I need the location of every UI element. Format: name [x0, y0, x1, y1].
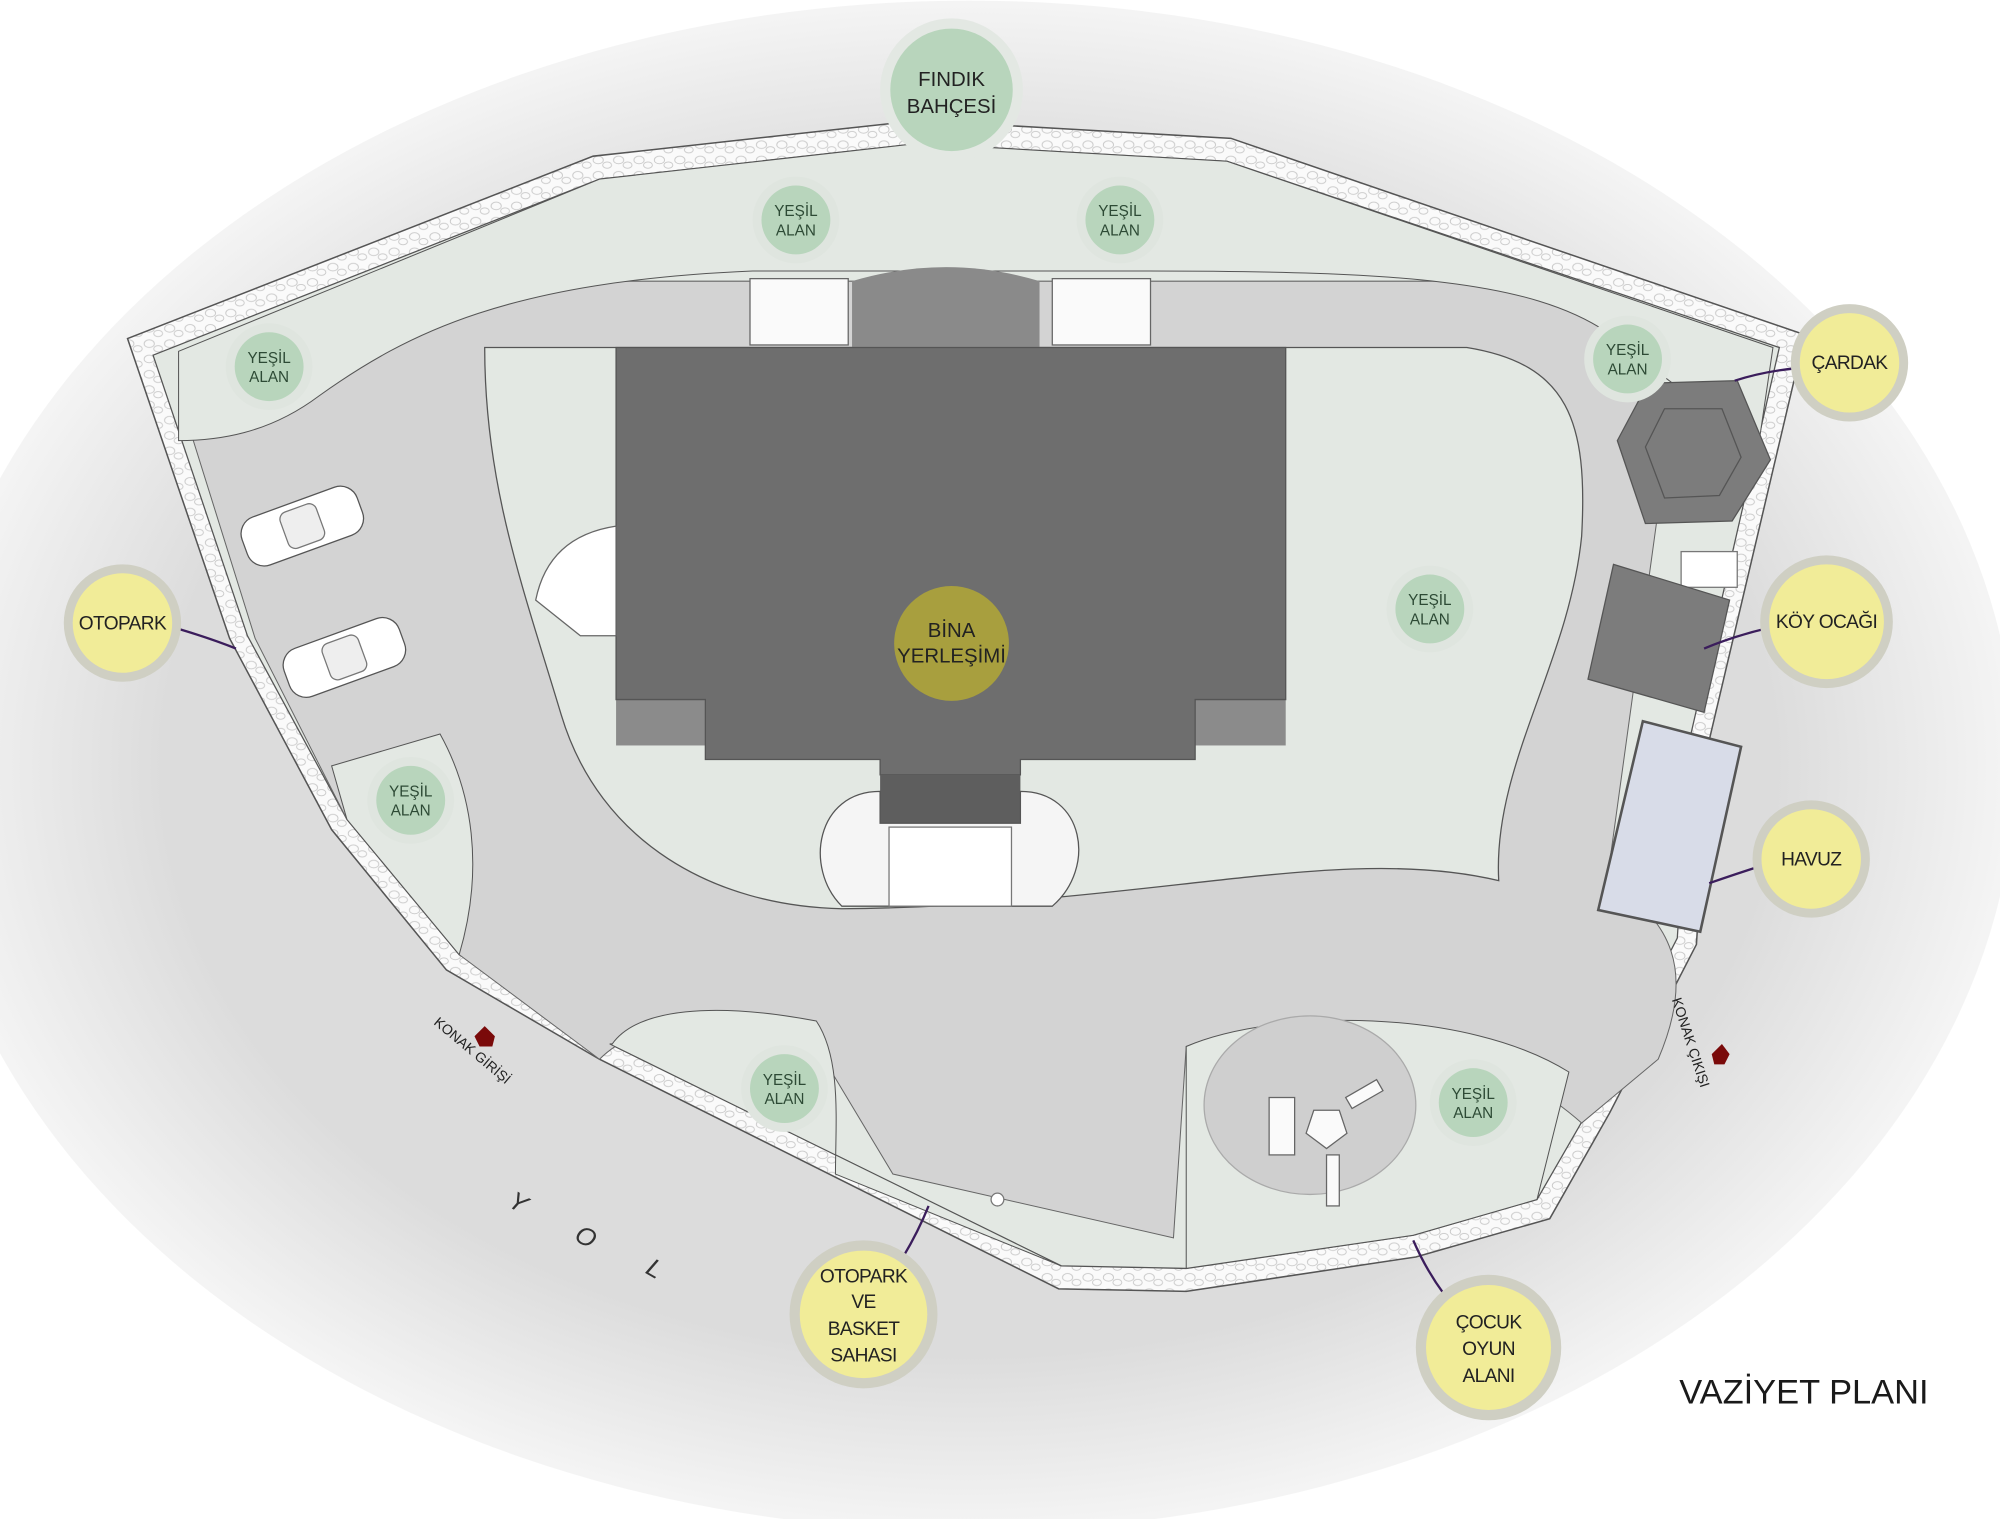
svg-text:ALAN: ALAN [249, 369, 289, 386]
exit-arrow-icon [1711, 1043, 1730, 1065]
svg-text:BİNA: BİNA [928, 619, 976, 642]
bina-yerlesimi-label: BİNA YERLEŞİMİ [894, 586, 1009, 701]
svg-text:BASKET: BASKET [828, 1319, 901, 1340]
svg-text:YEŞİL: YEŞİL [247, 349, 290, 367]
svg-text:HAVUZ: HAVUZ [1781, 849, 1842, 870]
cardak-label: ÇARDAK [1790, 304, 1909, 422]
svg-text:BAHÇESİ: BAHÇESİ [907, 95, 997, 118]
parked-car [282, 616, 407, 698]
playground [1203, 1015, 1417, 1196]
svg-text:YEŞİL: YEŞİL [1452, 1085, 1495, 1103]
svg-text:YEŞİL: YEŞİL [763, 1071, 806, 1089]
hearth-counter [1680, 550, 1738, 588]
green-area: YEŞİL ALAN [752, 176, 840, 264]
plan-title: VAZİYET PLANI [1679, 1373, 1928, 1412]
pool [1596, 719, 1743, 934]
svg-text:ÇOCUK: ÇOCUK [1456, 1312, 1523, 1333]
otopark-label: OTOPARK [63, 564, 182, 682]
svg-text:OTOPARK: OTOPARK [820, 1266, 908, 1287]
otopark-basket-label: OTOPARK VE BASKET SAHASI [789, 1240, 938, 1389]
green-area: YEŞİL ALAN [1386, 565, 1474, 653]
green-area: YEŞİL ALAN [1584, 315, 1671, 403]
svg-text:YEŞİL: YEŞİL [774, 202, 817, 220]
havuz-label: HAVUZ [1752, 800, 1870, 918]
svg-text:SAHASI: SAHASI [830, 1346, 896, 1367]
svg-text:ALANI: ALANI [1462, 1366, 1514, 1387]
svg-text:ALAN: ALAN [1100, 222, 1140, 239]
green-area: YEŞİL ALAN [1429, 1059, 1517, 1146]
svg-text:YEŞİL: YEŞİL [1408, 591, 1451, 609]
green-area: YEŞİL ALAN [367, 756, 455, 844]
svg-text:ALAN: ALAN [1608, 361, 1648, 378]
findik-bahcesi-label: FINDIK BAHÇESİ [880, 18, 1023, 162]
play-structure [1268, 1078, 1384, 1207]
green-area: YEŞİL ALAN [225, 323, 313, 411]
svg-text:OYUN: OYUN [1462, 1339, 1515, 1360]
building [535, 267, 1287, 907]
cocuk-oyun-alani-label: ÇOCUK OYUN ALANI [1415, 1274, 1562, 1421]
svg-text:YEŞİL: YEŞİL [1606, 341, 1649, 359]
svg-text:YERLEŞİMİ: YERLEŞİMİ [897, 645, 1006, 668]
svg-text:KÖY OCAĞI: KÖY OCAĞI [1776, 611, 1877, 633]
svg-text:VE: VE [851, 1292, 875, 1313]
basket-hoop [990, 1192, 1005, 1207]
koy-ocagi-label: KÖY OCAĞI [1760, 555, 1893, 689]
svg-text:OTOPARK: OTOPARK [79, 613, 167, 634]
svg-text:YEŞİL: YEŞİL [389, 782, 432, 800]
gazebo-ring [1644, 408, 1742, 499]
svg-text:ALAN: ALAN [764, 1091, 804, 1108]
green-area: YEŞİL ALAN [1076, 176, 1164, 264]
south-lawn [609, 1009, 1062, 1267]
entrance-arrow-icon [474, 1026, 495, 1047]
svg-text:ALAN: ALAN [1410, 611, 1450, 628]
svg-text:ALAN: ALAN [391, 803, 431, 820]
parked-car [240, 485, 365, 567]
svg-text:ÇARDAK: ÇARDAK [1812, 353, 1889, 374]
village-hearth [1587, 563, 1731, 714]
svg-text:FINDIK: FINDIK [918, 69, 985, 91]
svg-text:YEŞİL: YEŞİL [1098, 202, 1141, 220]
green-area: YEŞİL ALAN [741, 1045, 828, 1132]
svg-text:ALAN: ALAN [1453, 1105, 1493, 1122]
svg-text:ALAN: ALAN [776, 222, 816, 239]
